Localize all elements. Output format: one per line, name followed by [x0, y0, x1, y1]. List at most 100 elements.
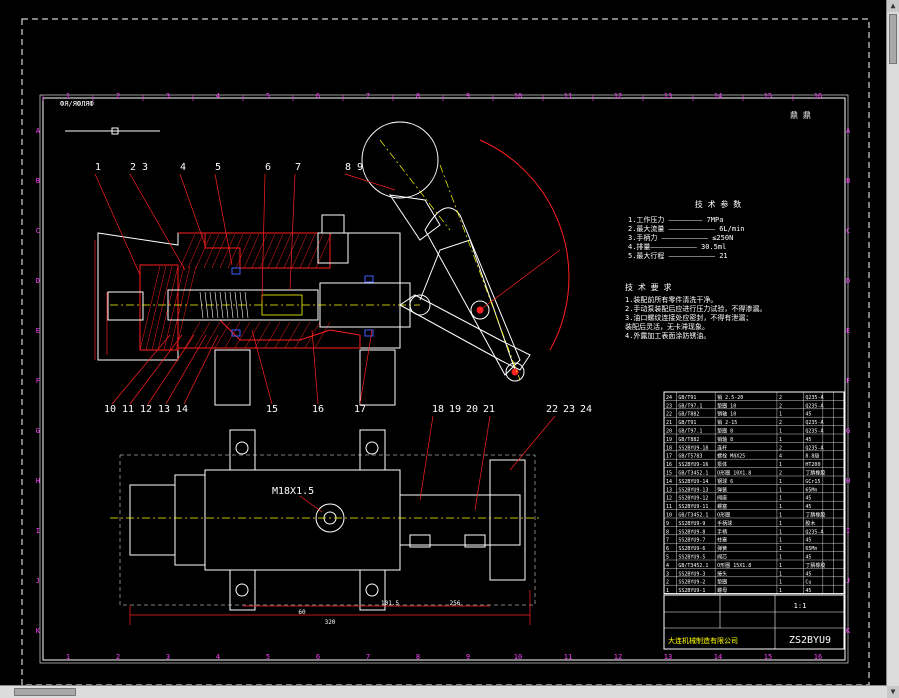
lever-body: [424, 207, 521, 376]
bom-cell: SS2BYU9-16: [678, 462, 708, 468]
horizontal-scroll-thumb[interactable]: [14, 688, 76, 696]
bom-cell: 1: [779, 563, 782, 569]
note-line: 4.外露加工表面涂防锈油。: [625, 331, 710, 340]
bom-cell: SS2BYU9-13: [678, 487, 708, 493]
grid-label-right: E: [846, 327, 850, 335]
spring-coil: [214, 291, 219, 319]
bom-cell: 7: [666, 538, 669, 544]
bom-cell: SS2BYU9-18: [678, 445, 708, 451]
bom-cell: SS2BYU9-7: [678, 538, 705, 544]
bom-cell: O形圈 10X1.8: [717, 470, 751, 477]
horizontal-scrollbar[interactable]: [0, 685, 887, 698]
vertical-scrollbar[interactable]: ▲ ▼: [886, 0, 899, 698]
bom-cell: 弹簧: [717, 545, 727, 552]
hatch-line: [203, 233, 220, 269]
bom-cell: 泵体: [717, 461, 727, 468]
grid-label-top: 15: [764, 92, 772, 100]
title-block: [663, 594, 845, 650]
bom-cell: 45: [805, 437, 811, 443]
grid-label-right: K: [846, 627, 851, 635]
grid-label-bottom: 13: [664, 653, 672, 661]
bom-cell: Q235-A: [805, 529, 823, 535]
grid-label-right: H: [846, 477, 850, 485]
bom-cell: 丁腈橡胶: [805, 470, 825, 477]
part-number-label: 16: [312, 404, 324, 415]
lever-swing-arc: [479, 139, 570, 351]
plan-cap: [174, 474, 206, 566]
hatch-line: [179, 233, 196, 269]
dimension-text: 256: [450, 600, 461, 607]
bom-cell: 45: [805, 538, 811, 544]
scroll-up-arrow[interactable]: ▲: [887, 0, 899, 12]
bom-cell: O形圈: [717, 512, 730, 519]
leader-line: [474, 415, 491, 511]
vertical-scroll-thumb[interactable]: [889, 14, 897, 64]
grid-label-right: D: [846, 277, 850, 285]
grid-label-left: D: [36, 277, 40, 285]
hatch-line: [244, 321, 261, 349]
hatch-line: [184, 321, 201, 349]
bom-cell: SS2BYU9-11: [678, 504, 708, 510]
bom-cell: Q235-A: [805, 395, 823, 401]
bom-cell: GB/T5783: [678, 454, 702, 460]
bom-cell: 阀座: [717, 495, 727, 502]
part-number-label: 8 9: [345, 162, 363, 173]
top-left-label: ФЯ/ЯФЛЯФ: [60, 100, 94, 108]
bom-cell: SS2BYU9-14: [678, 479, 708, 485]
part-number-label: 6: [265, 162, 271, 173]
hatch-line: [251, 233, 268, 269]
bom-cell: GB/T3452.1: [678, 471, 708, 477]
part-number-label: 1: [95, 162, 101, 173]
part-number-label: 2 3: [130, 162, 148, 173]
leader-line: [147, 334, 195, 405]
drawing-border-outer: [39, 94, 849, 664]
part-number-label: 17: [354, 404, 366, 415]
bom-cell: 5: [666, 555, 669, 561]
plan-nut: [129, 484, 176, 556]
grid-label-bottom: 6: [316, 653, 320, 661]
bom-cell: 钢球 6: [717, 478, 733, 485]
drawing-border: [42, 97, 846, 661]
leader-line: [359, 329, 373, 405]
drawing-number: ZS2BYU9: [789, 635, 831, 646]
plan-lug-br: [359, 569, 386, 611]
bom-cell: GB/T3452.1: [678, 513, 708, 519]
hatch-line: [284, 321, 301, 349]
company-name: 大连机械制造有限公司: [668, 636, 738, 645]
grid-label-bottom: 2: [116, 653, 120, 661]
bom-cell: 45: [805, 588, 811, 594]
leader-line: [509, 415, 556, 471]
lever-pin: [505, 362, 525, 382]
leader-line: [419, 415, 434, 501]
handle-centerline: [379, 139, 451, 231]
bom-cell: 手柄球: [717, 520, 732, 527]
grid-label-right: B: [846, 177, 850, 185]
bom-cell: SS2BYU9-12: [678, 496, 708, 502]
hatch-line: [175, 265, 197, 351]
bom-cell: SS2BYU9-5: [678, 555, 705, 561]
seal-ring: [364, 329, 374, 337]
hatch-line: [259, 233, 276, 269]
grid-label-right: J: [846, 577, 850, 585]
bom-cell: 18: [666, 445, 672, 451]
hatch-line: [151, 265, 173, 351]
bom-cell: 14: [666, 479, 672, 485]
grid-label-top: 16: [814, 92, 822, 100]
grid-label-bottom: 15: [764, 653, 772, 661]
bom-cell: 胶木: [805, 520, 815, 527]
end-plug: [107, 291, 144, 321]
grid-label-top: 4: [216, 92, 220, 100]
bom-cell: 8.8级: [805, 453, 819, 460]
dimension-text: 101.5: [381, 600, 399, 607]
part-number-label: 10: [104, 404, 116, 415]
bom-cell: 1: [779, 487, 782, 493]
grid-label-top: 10: [514, 92, 522, 100]
scroll-down-arrow[interactable]: ▼: [887, 686, 899, 698]
bom-cell: 销轴 10: [717, 411, 736, 418]
grid-label-left: F: [36, 377, 40, 385]
bom-cell: 2: [779, 420, 782, 426]
hatch-line: [314, 321, 331, 349]
bom-cell: GB/T882: [678, 437, 699, 443]
bom-cell: GCr15: [805, 479, 820, 485]
